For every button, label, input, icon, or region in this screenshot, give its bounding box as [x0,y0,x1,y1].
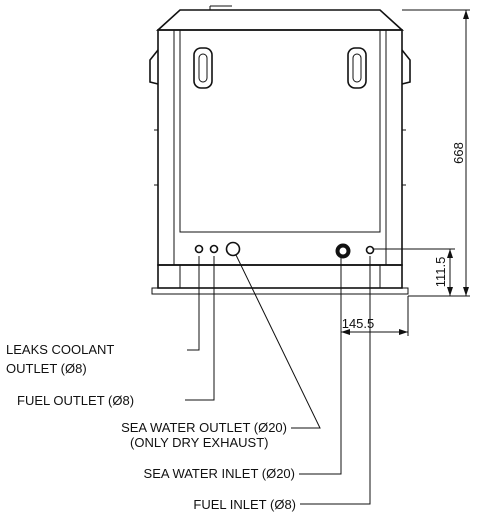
leader-sea-water-outlet [235,254,321,429]
label-sea-water-outlet-line2: (ONLY DRY EXHAUST) [130,435,268,450]
leader-fuel-outlet [185,256,215,401]
dimension-text-height-total: 668 [451,142,466,164]
fuel-inlet-port [365,245,375,255]
right-side-flap [401,49,411,85]
fuel-outlet-port [209,244,219,254]
leader-lines [185,254,371,505]
dimension-height-outlets [374,248,455,296]
sea-water-outlet-port [225,241,241,257]
label-sea-water-outlet-line1: SEA WATER OUTLET (Ø20) [121,420,287,435]
base-skid [151,287,409,295]
label-fuel-inlet: FUEL INLET (Ø8) [193,497,296,512]
dimension-width-offset [340,296,409,336]
lifting-handles [193,47,367,89]
dimension-text-width-offset: 145.5 [342,316,375,331]
enclosure-top-lid [155,9,405,31]
enclosure [149,5,411,295]
leader-sea-water-inlet [299,258,342,475]
leader-leaks-coolant [187,256,200,351]
left-side-flap [149,49,159,85]
label-fuel-outlet: FUEL OUTLET (Ø8) [17,393,134,408]
dimension-height-total [402,9,470,297]
right-handle [347,47,367,89]
enclosure-inner-panel [179,29,381,233]
label-leaks-coolant-line2: OUTLET (Ø8) [6,361,87,376]
enclosure-base [157,264,403,289]
leader-fuel-inlet [300,256,371,505]
leaks-coolant-port [194,244,204,254]
label-sea-water-inlet: SEA WATER INLET (Ø20) [144,466,295,481]
dimension-text-height-outlets: 111.5 [433,257,448,288]
label-leaks-coolant-line1: LEAKS COOLANT [6,342,114,357]
left-handle [193,47,213,89]
ports [194,241,375,259]
